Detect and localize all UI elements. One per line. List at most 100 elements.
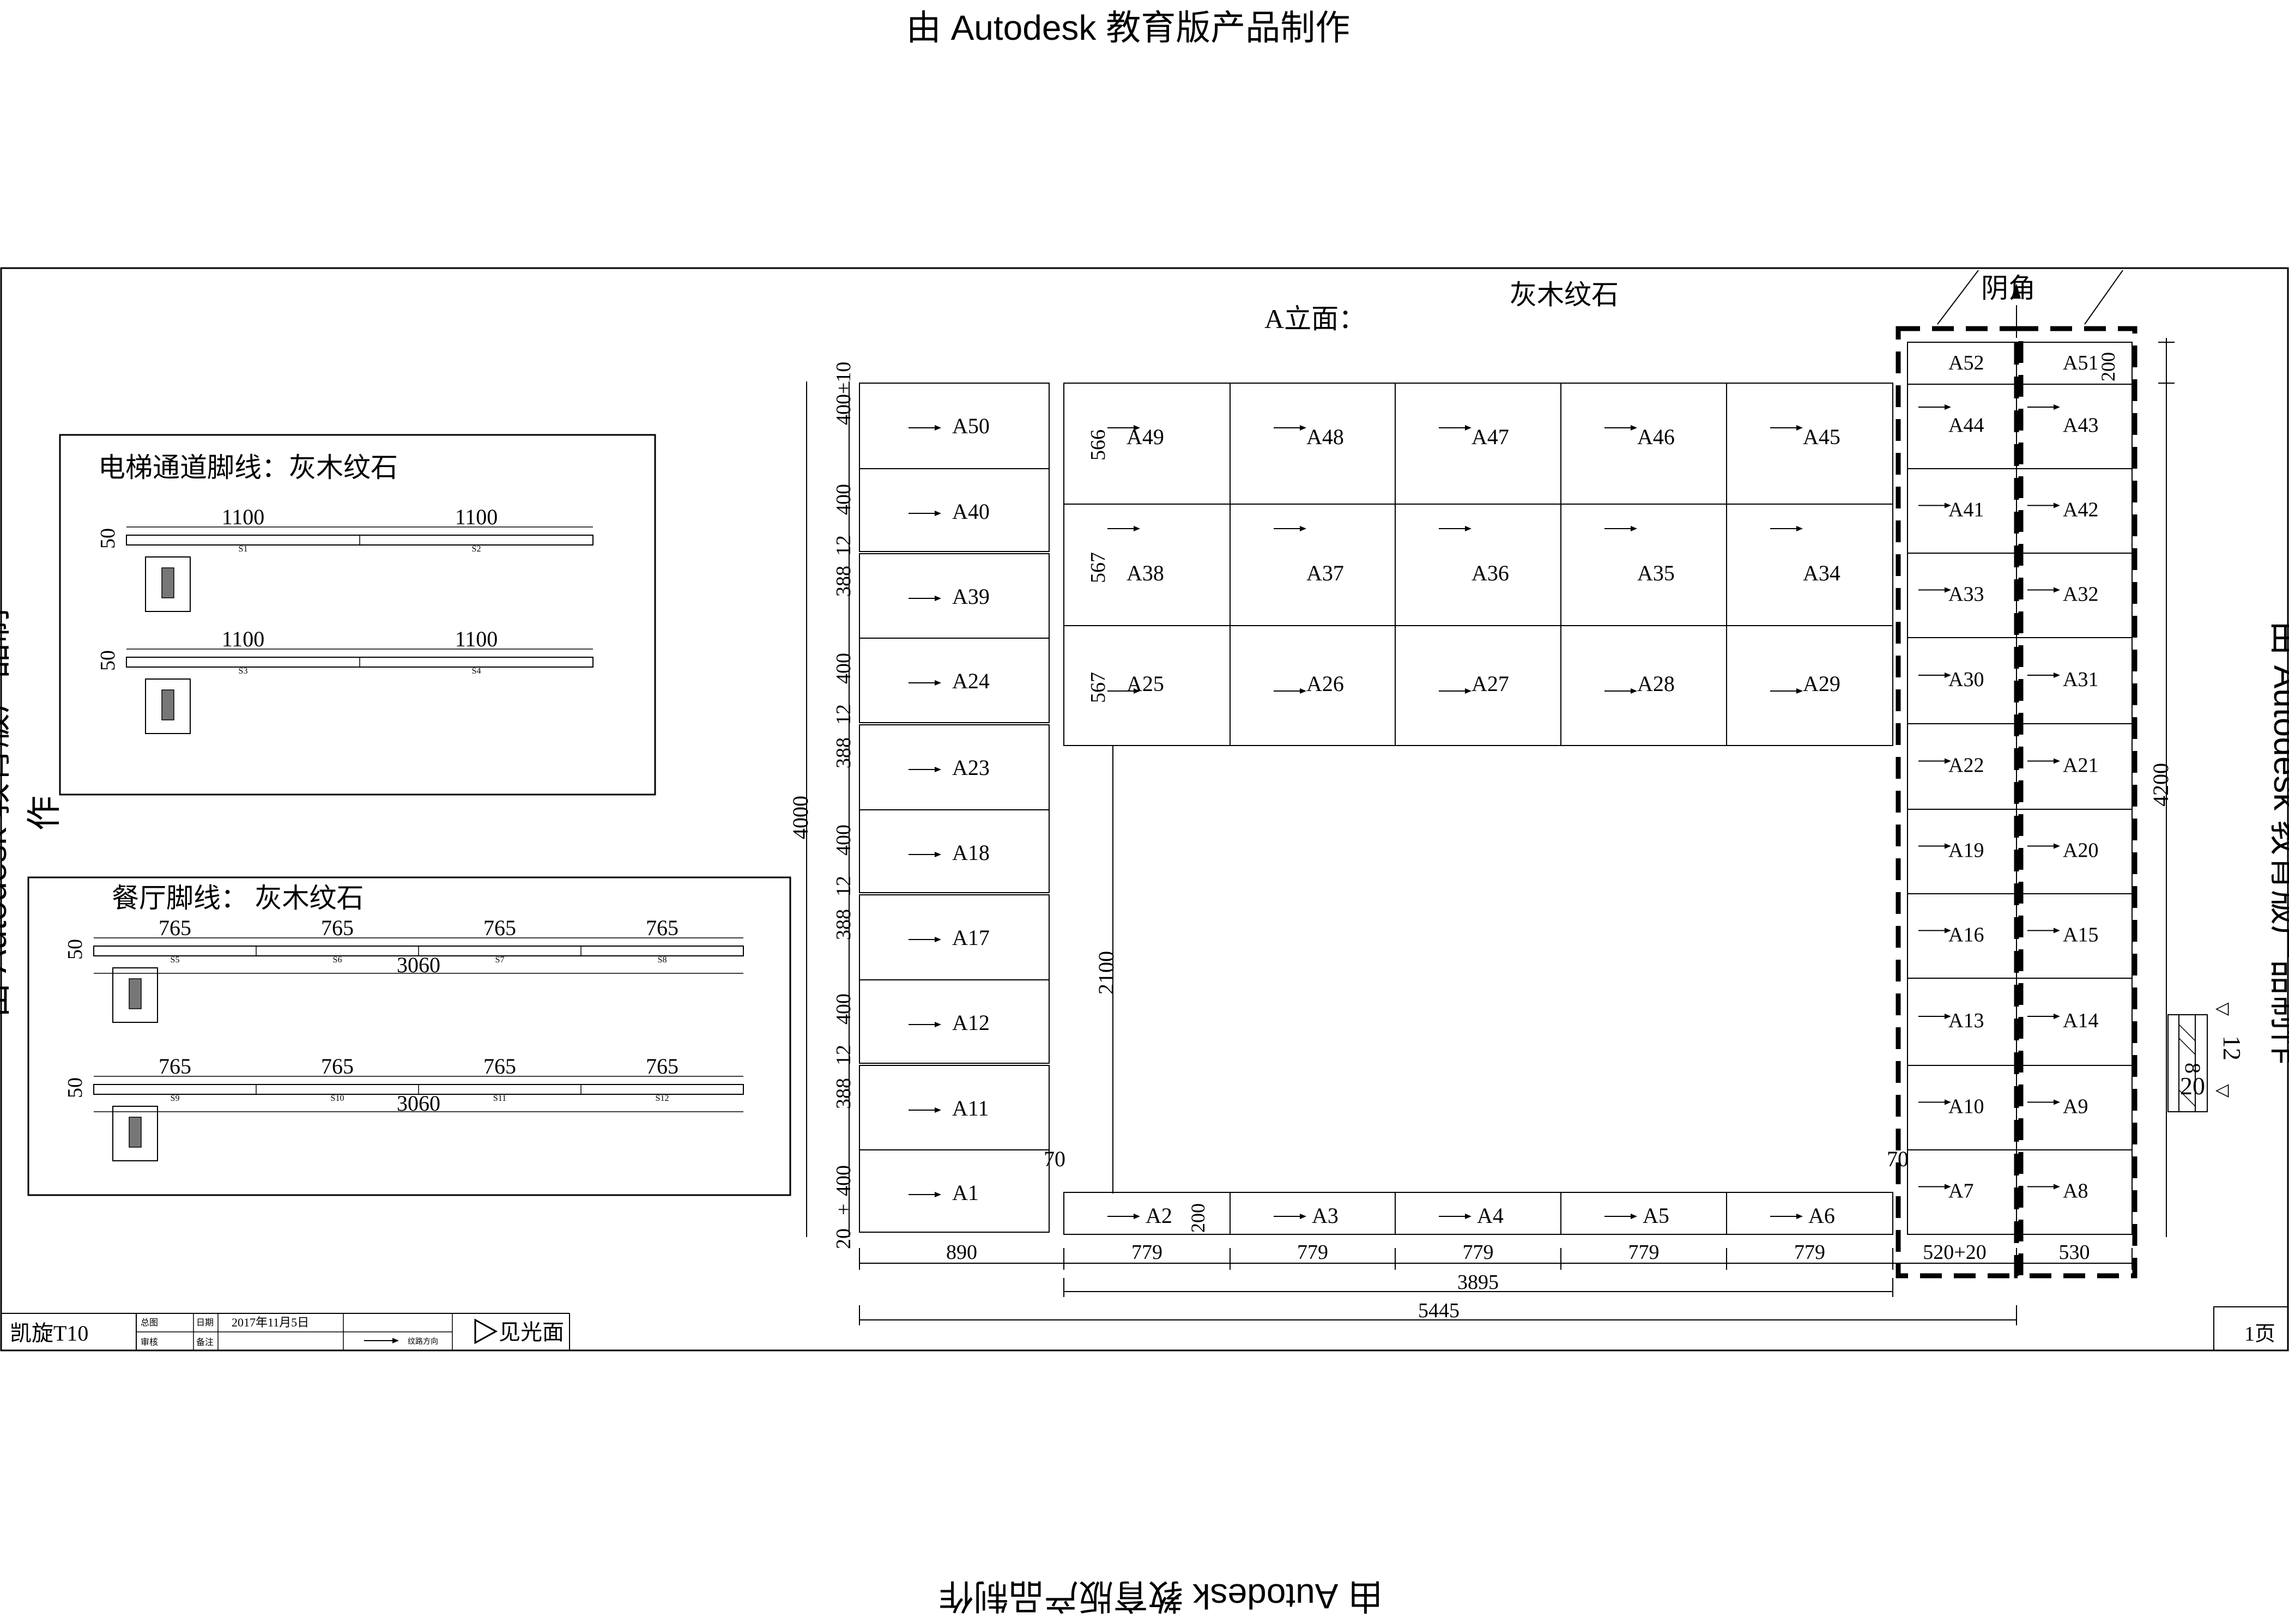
elevator-skirting-title: 电梯通道脚线：灰木纹石 — [98, 452, 398, 483]
grain-arrow-head — [2054, 587, 2060, 593]
tile — [859, 979, 1050, 1064]
watermark-text: 由 Autodesk 教育版产品制作 — [906, 8, 1351, 47]
tile — [859, 468, 1050, 552]
skirt-code: S6 — [333, 955, 342, 965]
tile-label: A8 — [2063, 1180, 2088, 1203]
grain-arrow-head — [935, 425, 941, 431]
dim-value: 400 — [832, 484, 855, 515]
skirt-code: S2 — [472, 544, 481, 554]
label-date: 日期 — [196, 1318, 214, 1328]
tile-label: A7 — [1948, 1180, 1973, 1203]
section-hatch — [161, 689, 174, 720]
dim-value: 890 — [946, 1241, 977, 1264]
tile-label: A4 — [1477, 1203, 1504, 1228]
legend-arrow-label: 纹路方向 — [408, 1337, 438, 1346]
tile-label: A32 — [2063, 583, 2098, 606]
tile-label: A14 — [2063, 1009, 2098, 1032]
dim-right-total: 4200 — [2148, 763, 2173, 807]
skirt-height: 50 — [64, 939, 87, 960]
grain-arrow-head — [1945, 1184, 1951, 1190]
grain-arrow-head — [1796, 425, 1803, 431]
grain-arrow-head — [1945, 1099, 1951, 1105]
tile-label: A37 — [1306, 561, 1344, 585]
tile-label: A1 — [952, 1180, 979, 1205]
dim-value: 779 — [1297, 1241, 1328, 1264]
grain-arrow-head — [1300, 688, 1306, 694]
grain-arrow-head — [2054, 1184, 2060, 1190]
section-hatch — [161, 567, 174, 598]
grain-arrow-head — [1796, 526, 1803, 531]
grain-arrow-head — [1300, 526, 1306, 531]
dim-gap-left: 70 — [1044, 1147, 1065, 1171]
dim-value: 520+20 — [1923, 1241, 1986, 1264]
grain-arrow-head — [1465, 688, 1472, 694]
skirt-length: 1100 — [455, 627, 498, 651]
tile-label: A38 — [1127, 561, 1164, 585]
dim-value: 12 — [832, 704, 855, 725]
elevation-title: A立面： — [1264, 304, 1366, 334]
tile-label: A27 — [1472, 671, 1509, 696]
dim-value: 400 — [832, 993, 855, 1025]
profile-dim-b: 12 — [2218, 1035, 2246, 1061]
dim-value: 400+10 — [832, 362, 855, 425]
tile-label: A28 — [1637, 671, 1675, 696]
grain-arrow-head — [935, 511, 941, 516]
grain-arrow-head — [1134, 1214, 1140, 1219]
tile-label: A21 — [2063, 754, 2098, 777]
tile — [859, 638, 1050, 723]
tile-label: A5 — [1643, 1203, 1669, 1228]
dim-value: 388 — [832, 1078, 855, 1109]
grain-arrow-head — [1631, 526, 1637, 531]
grain-arrow-head — [1796, 1214, 1803, 1219]
grain-arrow-head — [1465, 526, 1472, 531]
tile-label: A50 — [952, 414, 990, 438]
grain-arrow-head — [1631, 425, 1637, 431]
dim-value: 530 — [2059, 1241, 2090, 1264]
dim-value: 779 — [1131, 1241, 1162, 1264]
skirt-length: 765 — [483, 1054, 516, 1078]
grain-arrow-head — [1945, 1014, 1951, 1019]
tile — [859, 1149, 1050, 1233]
skirt-code: S1 — [239, 544, 248, 554]
tile-label: A24 — [952, 669, 990, 693]
tile-label: A46 — [1637, 425, 1675, 449]
skirt-length: 1100 — [222, 505, 265, 529]
profile-dim-a: 8 — [2181, 1063, 2205, 1074]
skirt-code: S7 — [495, 955, 505, 965]
tile-label: A36 — [1472, 561, 1509, 585]
skirt-length: 1100 — [455, 505, 498, 529]
label-remark: 备注 — [196, 1337, 214, 1347]
skirt-height: 50 — [64, 1077, 87, 1098]
dim-total-all: 5445 — [1418, 1299, 1460, 1322]
grain-arrow-head — [1945, 502, 1951, 508]
tile-label: A23 — [952, 755, 990, 780]
elevation: A立面： 灰木纹石 阴角 A50A40A39A24A23A18A17A12A11… — [788, 270, 2175, 1325]
grain-arrow-head — [935, 767, 941, 772]
dim-value: 779 — [1794, 1241, 1825, 1264]
tile-label: A3 — [1312, 1203, 1339, 1228]
label-total: 总图 — [141, 1318, 158, 1328]
dim-value: 12 — [832, 876, 855, 896]
skirt-code: S8 — [658, 955, 667, 965]
dim-value: + — [832, 1204, 855, 1215]
grain-arrow-head — [1631, 1214, 1637, 1219]
skirt-length: 765 — [646, 916, 679, 940]
profile-detail: 8 12 20 ◁ ◁ — [2167, 998, 2246, 1112]
inner-corner-label: 阴角 — [1981, 273, 2036, 304]
skirt-height: 50 — [96, 528, 119, 549]
profile-marker: ◁ — [2215, 998, 2229, 1017]
dim-value: 400 — [832, 653, 855, 684]
dashed-corner-box-a — [1896, 326, 2024, 1278]
tile-label: A40 — [952, 499, 990, 524]
dim-value: 779 — [1628, 1241, 1660, 1264]
grain-arrow-head — [2054, 502, 2060, 508]
tile-label: A29 — [1803, 671, 1840, 696]
tile-label: A51 — [2063, 352, 2098, 374]
light-face-triangle — [474, 1318, 498, 1344]
grain-arrow-head — [2054, 758, 2060, 764]
skirt-total: 3060 — [397, 953, 440, 977]
grain-arrow-head — [2054, 928, 2060, 934]
